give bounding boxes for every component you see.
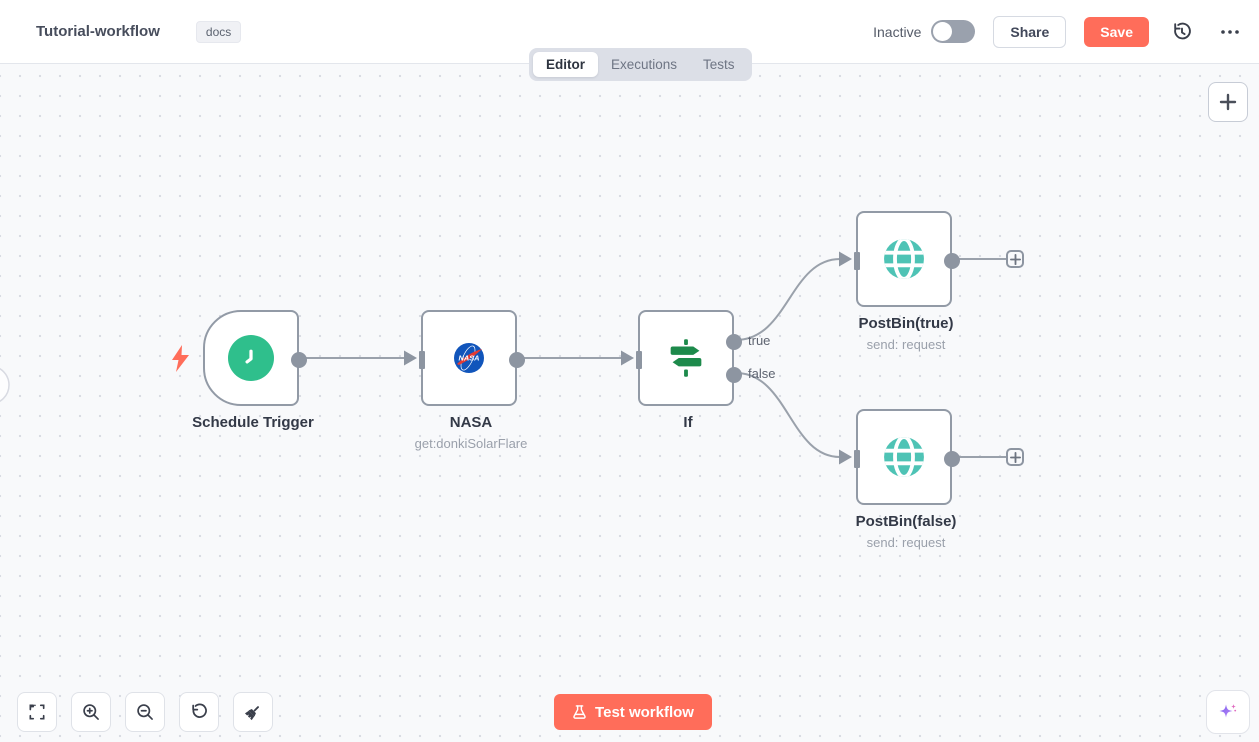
node-title: PostBin(false) [855,513,957,530]
input-endpoint[interactable] [636,351,642,369]
share-button[interactable]: Share [993,15,1067,48]
workflow-tag[interactable]: docs [195,20,242,43]
test-workflow-label: Test workflow [595,703,694,721]
connection-if-false[interactable] [735,372,841,458]
output-endpoint[interactable] [944,253,960,269]
reset-zoom-button[interactable] [179,692,219,732]
signpost-icon [670,339,702,377]
node-title: Schedule Trigger [192,414,314,431]
save-button[interactable]: Save [1084,16,1149,47]
node-subtitle: send: request [866,337,946,352]
ai-assistant-button[interactable] [1206,690,1250,734]
node-title: PostBin(true) [858,315,954,332]
globe-icon [884,437,924,477]
collapsed-panel-handle[interactable] [0,366,10,404]
fit-view-icon [29,704,45,720]
header-actions: Inactive Share Save [873,15,1245,48]
status-label: Inactive [873,23,922,40]
view-tabs: Editor Executions Tests [529,48,752,81]
node-schedule-trigger[interactable]: Schedule Trigger [192,310,314,431]
fit-view-button[interactable] [17,692,57,732]
arrowhead-nasa-input [404,350,417,366]
input-endpoint[interactable] [854,252,860,270]
nasa-logo-icon: NASA [454,343,484,373]
connection-label-true: true [748,333,771,348]
plus-icon [1009,451,1021,463]
history-icon[interactable] [1167,17,1197,47]
output-endpoint[interactable] [291,352,307,368]
output-endpoint[interactable] [509,352,525,368]
tab-editor[interactable]: Editor [533,52,598,77]
node-if[interactable]: If [636,310,742,431]
arrowhead-postbin-false-input [839,449,852,465]
toggle-knob [933,22,953,41]
arrowhead-postbin-true-input [839,251,852,267]
connection-label-false: false [748,366,776,381]
clock-icon [228,335,274,381]
workflow-canvas[interactable]: Schedule Trigger NASA NASA get:donkiSola… [0,64,1259,742]
output-endpoint-false[interactable] [726,367,742,383]
zoom-in-icon [83,704,99,720]
zoom-out-button[interactable] [125,692,165,732]
svg-text:NASA: NASA [459,354,480,363]
node-title: If [683,414,693,431]
zoom-out-icon [137,704,153,720]
arrowhead-if-input [621,350,634,366]
output-endpoint[interactable] [944,451,960,467]
add-node-after-postbin-true[interactable] [1006,250,1024,268]
globe-icon [884,239,924,279]
tidy-up-icon [244,706,259,721]
node-postbin-true[interactable]: PostBin(true) send: request [854,211,960,352]
node-subtitle: get:donkiSolarFlare [414,436,528,451]
add-node-button[interactable] [1208,82,1248,122]
plus-icon [1219,93,1237,111]
more-dots-icon[interactable] [1215,17,1245,47]
active-toggle[interactable] [931,20,976,43]
connection-layer [0,251,1006,465]
sparkles-icon [1219,704,1237,718]
plus-icon [1009,253,1021,265]
node-nasa[interactable]: NASA NASA get:donkiSolarFlare [415,310,527,451]
input-endpoint[interactable] [854,450,860,468]
tab-tests[interactable]: Tests [703,57,735,72]
reset-zoom-icon [192,703,207,718]
node-subtitle: send: request [866,535,946,550]
workflow-title[interactable]: Tutorial-workflow [36,23,160,40]
add-node-after-postbin-false[interactable] [1006,448,1024,466]
lightning-bolt-icon [172,345,189,372]
tidy-up-button[interactable] [233,692,273,732]
node-title: NASA [449,414,493,431]
test-workflow-button[interactable]: Test workflow [554,694,712,730]
output-endpoint-true[interactable] [726,334,742,350]
zoom-in-button[interactable] [71,692,111,732]
flask-icon [573,704,586,719]
node-postbin-false[interactable]: PostBin(false) send: request [854,409,960,550]
canvas-controls [17,692,273,732]
tab-executions[interactable]: Executions [611,57,678,72]
input-endpoint[interactable] [419,351,425,369]
connection-if-true[interactable] [735,258,841,341]
